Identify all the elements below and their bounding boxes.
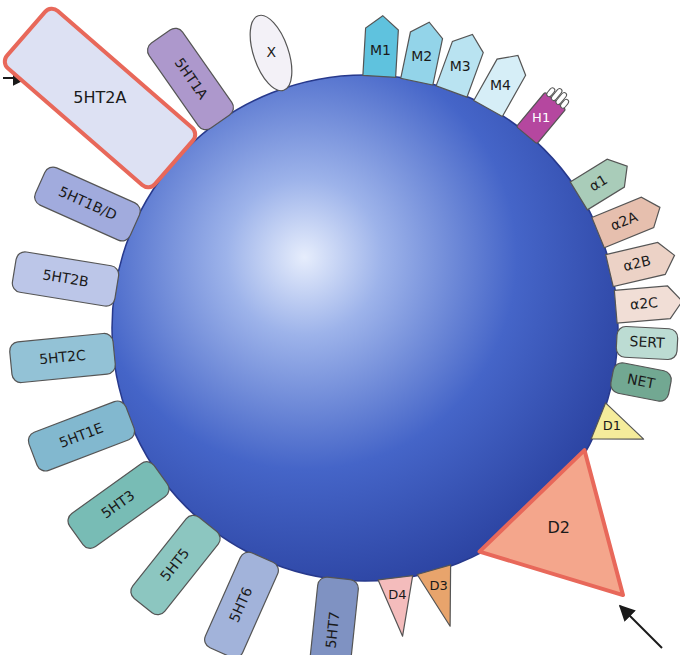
receptor-tile: 5HT1B/D <box>31 163 144 244</box>
receptor-label: D2 <box>547 520 570 538</box>
receptor-oval: X <box>241 9 301 96</box>
receptor-tile: 5HT1E <box>25 398 138 475</box>
receptor-outline <box>615 326 677 360</box>
receptor-label: M4 <box>490 79 511 94</box>
receptor-label: H1 <box>532 111 550 125</box>
receptor-tile: 5HT2C <box>9 332 118 384</box>
receptor-pentagon: M1 <box>362 15 400 79</box>
receptor-outline <box>606 239 679 286</box>
receptor-tile: 5HT7 <box>307 575 360 655</box>
receptor-label: D3 <box>430 579 448 593</box>
receptor-outline <box>32 164 143 244</box>
receptor-tile: 5HT2B <box>10 250 120 308</box>
receptor-outline <box>378 575 421 639</box>
receptor-outline <box>418 565 468 631</box>
receptor-outline <box>26 399 138 474</box>
receptor-outline <box>479 450 675 646</box>
receptor-label: M3 <box>450 60 471 75</box>
receptor-pentagon: α2C <box>614 284 680 324</box>
receptor-outline <box>308 576 359 655</box>
receptor-outline <box>9 332 116 383</box>
receptor-outline <box>242 10 300 96</box>
leader-arrow <box>620 606 662 648</box>
receptor-outline <box>127 512 224 619</box>
receptor-tile: 5HT6 <box>201 549 282 655</box>
receptor-label: D1 <box>603 420 621 434</box>
receptor-tile: 5HT5 <box>126 511 224 619</box>
receptor-pentagon: M2 <box>400 18 446 86</box>
receptor-label: α2C <box>629 296 658 314</box>
receptor-outline <box>378 576 420 639</box>
receptor-outline <box>64 458 172 552</box>
receptor-tile: 5HT3 <box>64 457 174 552</box>
hand-symbol <box>559 98 569 109</box>
receptor-outline <box>144 25 237 133</box>
receptor-outline <box>400 19 445 85</box>
receptor-label: D4 <box>389 588 407 602</box>
receptor-outline <box>11 251 120 308</box>
receptor-outline <box>202 550 281 655</box>
receptor-outline <box>417 564 468 632</box>
receptor-outline <box>363 15 399 78</box>
receptor-tile: SERT <box>615 325 679 360</box>
receptor-triangle: D4 <box>378 575 421 639</box>
receptor-outline <box>592 193 666 249</box>
receptor-outline <box>591 403 651 457</box>
receptor-label: M2 <box>411 49 432 64</box>
receptor-triangle: D3 <box>417 564 468 632</box>
receptor-label: 5HT2A <box>74 89 127 107</box>
receptor-label: M1 <box>370 44 391 59</box>
receptor-pentagon: α2B <box>605 239 679 288</box>
receptor-label: X <box>266 45 276 60</box>
receptor-outline <box>571 152 637 210</box>
receptor-outline <box>614 285 680 323</box>
receptor-tile: NET <box>608 360 673 403</box>
receptor-outline <box>609 361 673 402</box>
receptor-label: SERT <box>629 334 665 351</box>
receptor-outline <box>474 48 532 117</box>
receptor-outline <box>436 29 488 97</box>
